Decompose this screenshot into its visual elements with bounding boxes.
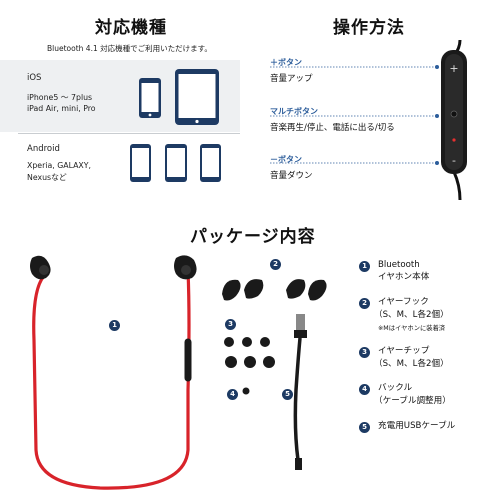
photo-badge-2: 2 [270,259,281,270]
package-item-1-line2: イヤホン本体 [378,272,430,282]
photo-badge-5: 5 [282,389,293,400]
package-num-5: 5 [359,422,370,433]
svg-text:+: + [449,62,458,75]
package-num-2: 2 [359,298,370,309]
ios-device-2: iPad Air, mini, Pro [27,104,96,113]
photo-badge-4: 4 [227,389,238,400]
iphone-icon [139,78,161,118]
buckle [242,387,250,395]
package-num-3: 3 [359,347,370,358]
op-label-multi: マルチボタン [270,107,318,116]
compat-divider [18,133,240,134]
android-phone-icon [200,144,221,182]
package-item-1-line1: Bluetooth [378,260,420,270]
op-desc-plus: 音量アップ [270,74,313,84]
package-item-2-line2: （S、M、L各2個） [374,310,449,320]
android-name: Android [27,144,60,154]
operation-title: 操作方法 [333,18,405,38]
op-label-plus: ＋ボタン [270,58,302,67]
package-num-1: 1 [359,261,370,272]
left-earbud-shape [30,255,51,280]
package-item-2-line1: イヤーフック [378,297,429,307]
android-phone-icon [165,144,187,182]
ios-devices-illustration [139,69,219,125]
package-item-4-line2: （ケーブル調整用） [374,396,451,406]
op-desc-minus: 音量ダウン [270,171,313,181]
ios-device-1: iPhone5 ～ 7plus [27,93,93,102]
photo-badge-3: 3 [225,319,236,330]
android-phone-icon [130,144,151,182]
package-item-3-line1: イヤーチップ [378,346,430,356]
compat-title: 対応機種 [95,18,167,38]
package-item-3-line2: （S、M、L各2個） [374,359,449,369]
ear-hooks [222,279,327,301]
svg-text:-: - [452,154,456,167]
op-label-minus: －ボタン [270,155,302,164]
android-device-1: Xperia, GALAXY, [27,161,92,170]
right-earbud-shape [174,255,197,280]
android-device-2: Nexusなど [27,173,67,182]
op-desc-multi: 音楽再生/停止、電話に出る/切る [270,123,395,133]
android-devices-illustration [130,144,221,182]
ios-name: iOS [27,73,42,83]
package-num-4: 4 [359,384,370,395]
remote-control-illustration: + - [270,40,467,200]
ipad-icon [175,69,219,125]
compat-subtitle: Bluetooth 4.1 対応機種でご利用いただけます。 [47,44,212,53]
package-item-2-note: ※Mはイヤホンに装着済 [378,325,446,332]
package-item-5-line1: 充電用USBケーブル [378,421,456,431]
package-item-4-line1: バックル [378,383,413,393]
package-contents-photo [30,255,327,490]
package-title: パッケージ内容 [190,227,316,247]
usb-cable [293,314,307,470]
ear-tips [224,337,275,368]
photo-badge-1: 1 [109,320,120,331]
